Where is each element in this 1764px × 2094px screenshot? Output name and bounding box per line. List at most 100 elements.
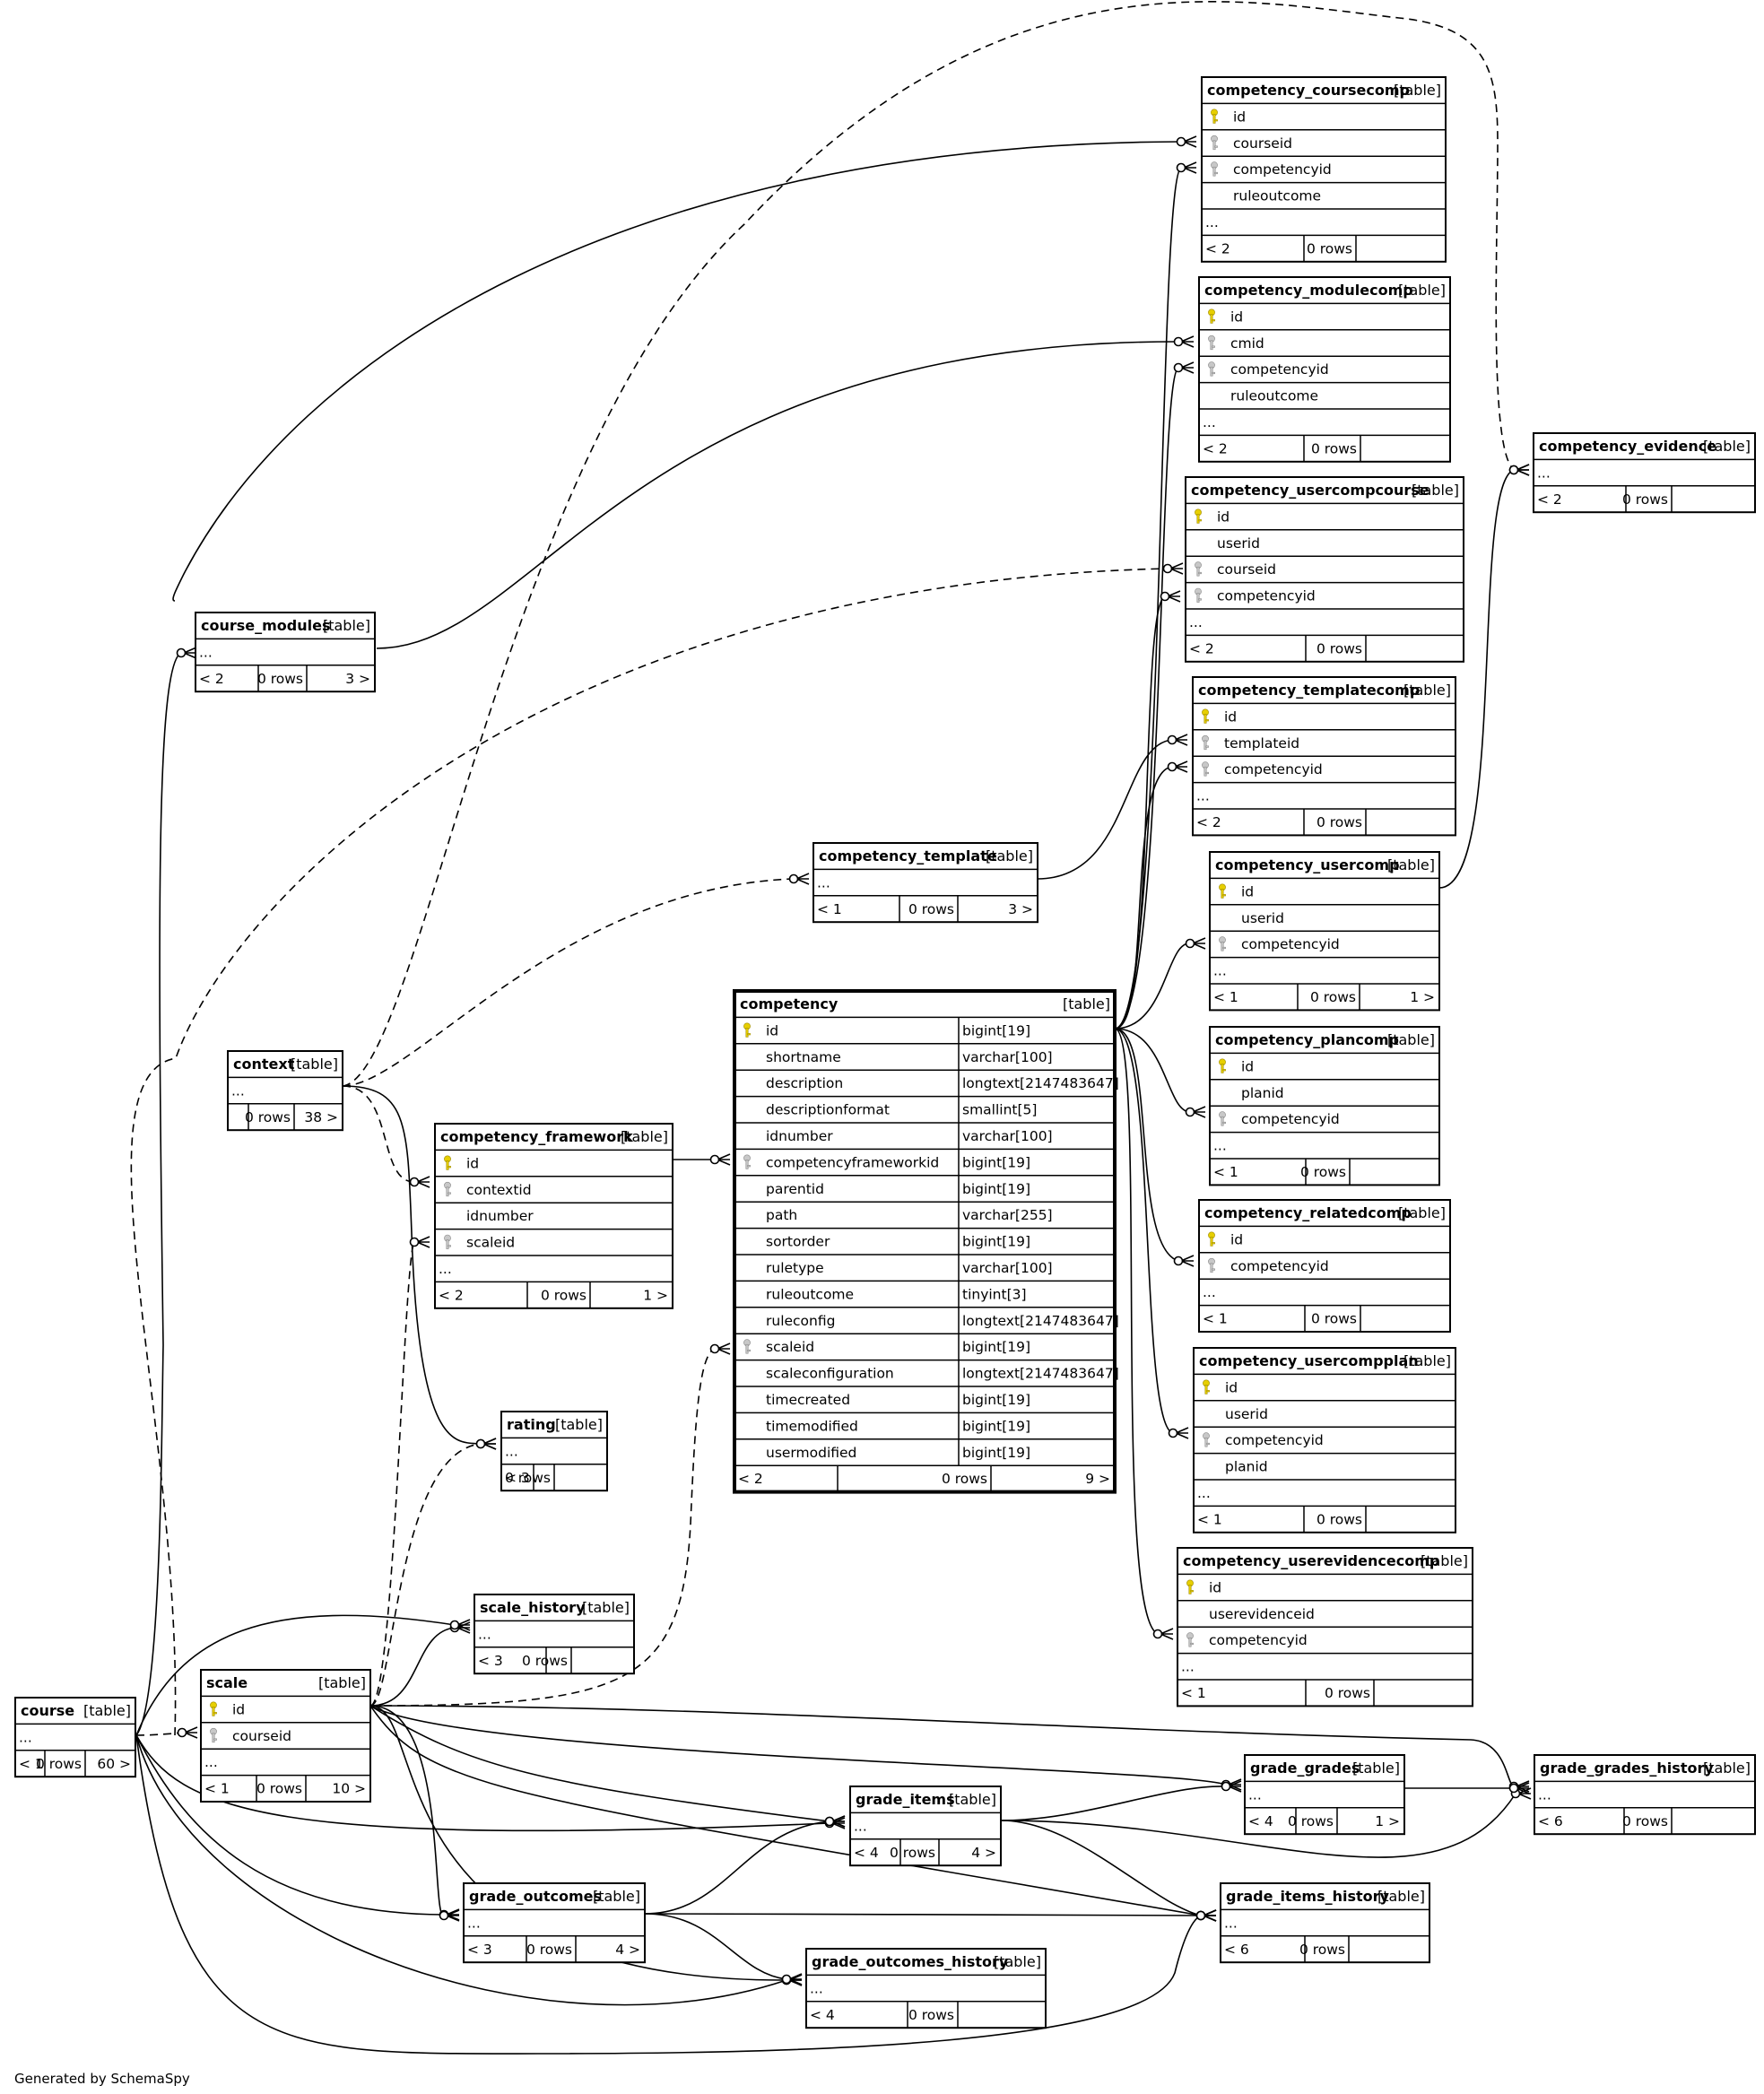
column-name: id: [1230, 308, 1243, 325]
column-name: timecreated: [766, 1392, 850, 1408]
relationship-edge: [644, 1909, 1217, 1922]
row-count: 0 rows: [1325, 1685, 1370, 1701]
column-name: id: [1209, 1579, 1221, 1595]
crows-foot-icon: [416, 1236, 430, 1248]
foreign-key-icon: [743, 1339, 751, 1354]
column-type: smallint[5]: [962, 1102, 1037, 1118]
column-name: id: [1217, 508, 1230, 525]
table-competency-modulecomp[interactable]: competency_modulecomp[table]idcmidcompet…: [1198, 276, 1451, 463]
row-count: 0 rows: [1316, 640, 1362, 656]
column-name: idnumber: [466, 1208, 534, 1224]
optional-circle-icon: [1167, 761, 1177, 772]
optional-circle-icon: [1160, 591, 1170, 602]
foreign-key-icon: [444, 1181, 451, 1197]
crows-foot-icon: [1174, 760, 1188, 773]
column-name: scaleconfiguration: [766, 1366, 894, 1382]
column-name: competencyid: [1230, 361, 1329, 378]
relationship-edge: [1000, 1820, 1217, 1922]
optional-circle-icon: [449, 1620, 460, 1630]
column-name: userid: [1225, 1406, 1268, 1422]
table-rating[interactable]: rating[table]...< 30 rows: [500, 1411, 608, 1492]
table-competency-usercomp[interactable]: competency_usercomp[table]iduseridcompet…: [1209, 851, 1440, 1012]
row-count: 0 rows: [1311, 1311, 1357, 1327]
more-columns: ...: [1181, 1659, 1195, 1675]
table-name: competency_coursecomp: [1207, 82, 1410, 99]
column-type: longtext[2147483647]: [962, 1075, 1119, 1091]
foreign-key-icon: [1186, 1632, 1194, 1647]
table-frame: [1201, 76, 1447, 263]
column-name: parentid: [766, 1181, 824, 1197]
relationship-edge: [342, 873, 810, 1087]
table-competency-usercompplan[interactable]: competency_usercompplan[table]iduseridco…: [1193, 1347, 1456, 1534]
table-name: competency_template: [819, 847, 997, 865]
column-name: descriptionformat: [766, 1102, 890, 1118]
table-type-label: [table]: [1394, 82, 1441, 99]
optional-circle-icon: [1167, 734, 1177, 745]
column-name: id: [1230, 1231, 1243, 1247]
more-columns: ...: [1248, 1786, 1262, 1803]
table-type-label: [table]: [1703, 438, 1751, 455]
column-name: planid: [1241, 1085, 1284, 1101]
table-name: grade_outcomes_history: [812, 1953, 1009, 1970]
crows-foot-icon: [1175, 1427, 1189, 1439]
relationship-edge: [1114, 361, 1195, 1030]
table-frame: [463, 1882, 646, 1964]
parents-count: < 4: [854, 1845, 879, 1861]
foreign-key-icon: [1211, 135, 1218, 151]
more-columns: ...: [1213, 963, 1227, 979]
table-competency-templatecomp[interactable]: competency_templatecomp[table]idtemplate…: [1192, 676, 1456, 837]
parents-count: < 4: [810, 2007, 835, 2023]
more-columns: ...: [1203, 1284, 1216, 1300]
table-type-label: [table]: [1387, 856, 1435, 873]
column-name: competencyid: [1224, 761, 1323, 778]
row-count: 0 rows: [541, 1287, 587, 1303]
table-name: grade_items_history: [1226, 1888, 1390, 1905]
table-competency-coursecomp[interactable]: competency_coursecomp[table]idcourseidco…: [1201, 76, 1447, 263]
parents-count: < 6: [1224, 1942, 1249, 1958]
table-frame: [1220, 1882, 1430, 1964]
table-name: competency: [740, 995, 839, 1012]
column-name: planid: [1225, 1459, 1268, 1475]
more-columns: ...: [439, 1261, 452, 1277]
column-name: ruletype: [766, 1260, 824, 1276]
optional-circle-icon: [1176, 162, 1186, 173]
table-name: competency_templatecomp: [1198, 682, 1420, 699]
crows-foot-icon: [1192, 937, 1206, 950]
foreign-key-icon: [1202, 761, 1209, 777]
more-columns: ...: [478, 1626, 491, 1642]
table-competency-framework[interactable]: competency_framework[table]idcontextidid…: [434, 1123, 673, 1309]
more-columns: ...: [817, 874, 830, 891]
row-count: 0 rows: [1316, 1511, 1362, 1527]
table-competency-relatedcomp[interactable]: competency_relatedcomp[table]idcompetenc…: [1198, 1199, 1451, 1333]
primary-key-icon: [1208, 1231, 1215, 1247]
row-count: 0 rows: [256, 1781, 302, 1797]
primary-key-icon: [1195, 508, 1202, 524]
relationship-edge: [644, 1815, 846, 1915]
crows-foot-icon: [184, 1726, 198, 1739]
table-name: grade_items: [856, 1791, 955, 1808]
row-count: 0 rows: [1622, 1813, 1668, 1829]
table-type-label: [table]: [1703, 1759, 1751, 1777]
table-competency-usercompcourse[interactable]: competency_usercompcourse[table]iduserid…: [1185, 476, 1464, 663]
table-competency-plancomp[interactable]: competency_plancomp[table]idplanidcompet…: [1209, 1026, 1440, 1186]
table-competency-userevidencecomp[interactable]: competency_userevidencecomp[table]iduser…: [1177, 1547, 1473, 1707]
primary-key-icon: [743, 1022, 751, 1038]
column-type: bigint[19]: [962, 1392, 1030, 1408]
optional-circle-icon: [409, 1177, 420, 1187]
table-frame: [474, 1594, 635, 1675]
column-type: bigint[19]: [962, 1022, 1030, 1038]
